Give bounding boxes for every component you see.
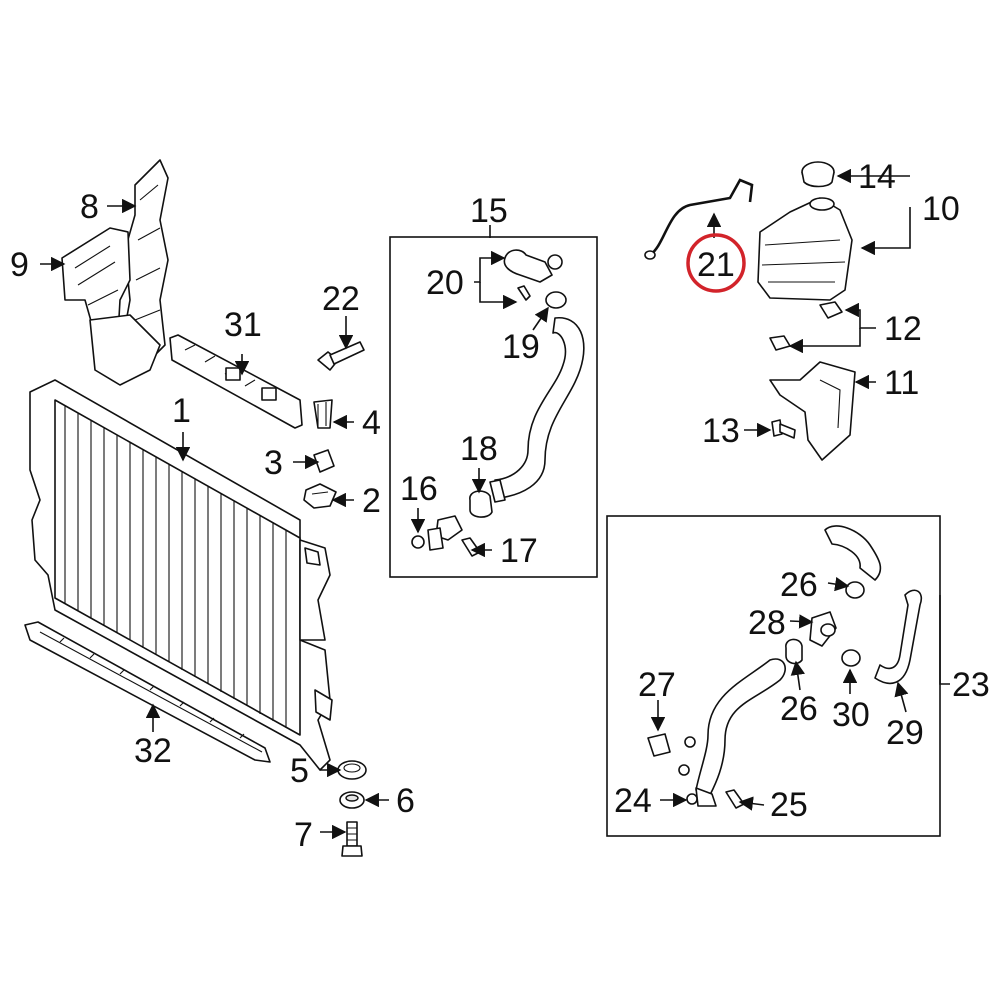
hose-upper-23 [824,525,882,581]
callout-28: 28 [748,604,786,642]
expansion-tank [757,197,853,301]
callout-2: 2 [362,482,381,520]
sensor-27 [647,733,696,776]
callout-4: 4 [362,404,381,442]
grommet-3 [313,449,335,473]
grommet-2 [303,483,337,509]
plug-16 [411,515,463,551]
air-deflector-upper [119,159,169,361]
tank-bracket-11 [769,361,856,461]
callout-1: 1 [172,392,191,430]
callout-7: 7 [294,816,313,854]
clip-25 [725,789,745,809]
clamp-26a [845,581,865,599]
lower-seal-strip [24,621,271,763]
callout-15: 15 [470,192,508,230]
callout-8: 8 [80,188,99,226]
callout-18: 18 [460,430,498,468]
callout-21: 21 [697,246,735,284]
callout-17: 17 [500,532,538,570]
hose-fitting-20 [503,249,563,301]
callout-29: 29 [886,714,924,752]
callout-19: 19 [502,328,540,366]
hose-kit-box [389,236,598,578]
callout-30: 30 [832,696,870,734]
callout-26a: 26 [780,566,818,604]
mount-5 [337,760,367,780]
callout-20: 20 [426,264,464,302]
radiator-support-bracket [169,334,303,429]
tank-plug-12 [769,301,843,351]
callout-22: 22 [322,280,360,318]
radiator [29,379,333,771]
upper-hose-19 [489,317,585,503]
clip-4 [313,399,333,429]
lower-hose-long [695,658,786,807]
highlight-circle-21 [686,233,746,293]
callout-9: 9 [10,246,29,284]
bolt-7 [341,821,363,857]
callout-27: 27 [638,666,676,704]
o-ring-24 [686,793,698,805]
callout-16: 16 [400,470,438,508]
callout-10: 10 [922,190,960,228]
clamp-18 [469,490,493,518]
tee-fitting-28 [809,611,837,647]
bolt-13 [771,419,796,439]
callout-13: 13 [702,412,740,450]
washer-6 [339,791,365,809]
air-deflector-lower [61,227,161,386]
callout-25: 25 [770,786,808,824]
leader-lines [40,168,950,840]
hose-29 [874,589,923,685]
callout-11: 11 [884,364,919,402]
callout-24: 24 [614,782,652,820]
callout-14: 14 [858,158,896,196]
clip-17 [461,537,481,557]
callout-6: 6 [396,782,415,820]
callout-5: 5 [290,752,309,790]
tank-cap-14 [801,161,835,188]
callout-26b: 26 [780,690,818,728]
callout-31: 31 [224,306,262,344]
clamp-19 [545,291,567,309]
bolt-22 [317,341,365,371]
callout-3: 3 [264,444,283,482]
clamp-26b [785,638,803,665]
clamp-30 [841,649,861,667]
callout-32: 32 [134,732,172,770]
overflow-line-21 [644,178,754,260]
callout-23: 23 [952,666,990,704]
callout-12: 12 [884,310,922,348]
